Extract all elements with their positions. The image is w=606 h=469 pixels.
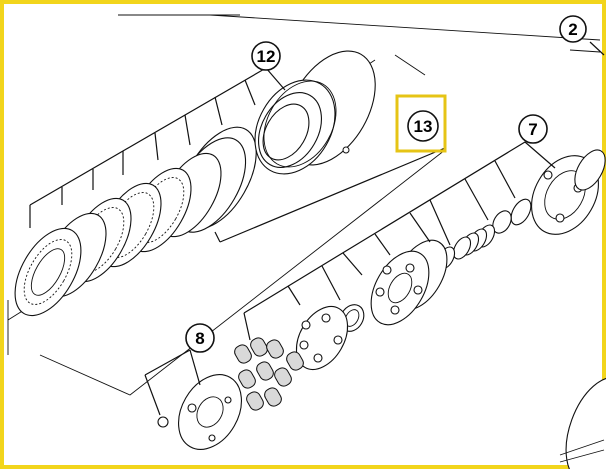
pistons [234,337,304,411]
clutch-pack [14,50,376,317]
callout-13[interactable]: 13 [395,94,447,153]
callout-label-12: 12 [257,47,276,66]
swash-plate [157,374,242,450]
callout-2[interactable]: 2 [559,15,605,56]
highlight-box [395,94,447,153]
housing-outline [7,14,601,396]
leader-lines-7 [243,141,556,341]
piston-hub [254,79,350,175]
callout-label-7: 7 [528,120,537,139]
leader-lines-8 [144,349,201,416]
callout-8[interactable]: 8 [185,323,215,353]
callout-label-13: 13 [414,117,433,136]
callout-label-8: 8 [195,329,204,348]
partial-housing-bottom-right [559,376,606,469]
leader-lines-12 [29,67,446,243]
callout-label-2: 2 [568,20,577,39]
pump-group [234,149,606,411]
cylinder-block [370,239,448,326]
callout-7[interactable]: 7 [518,114,548,144]
callout-12[interactable]: 12 [251,41,281,71]
